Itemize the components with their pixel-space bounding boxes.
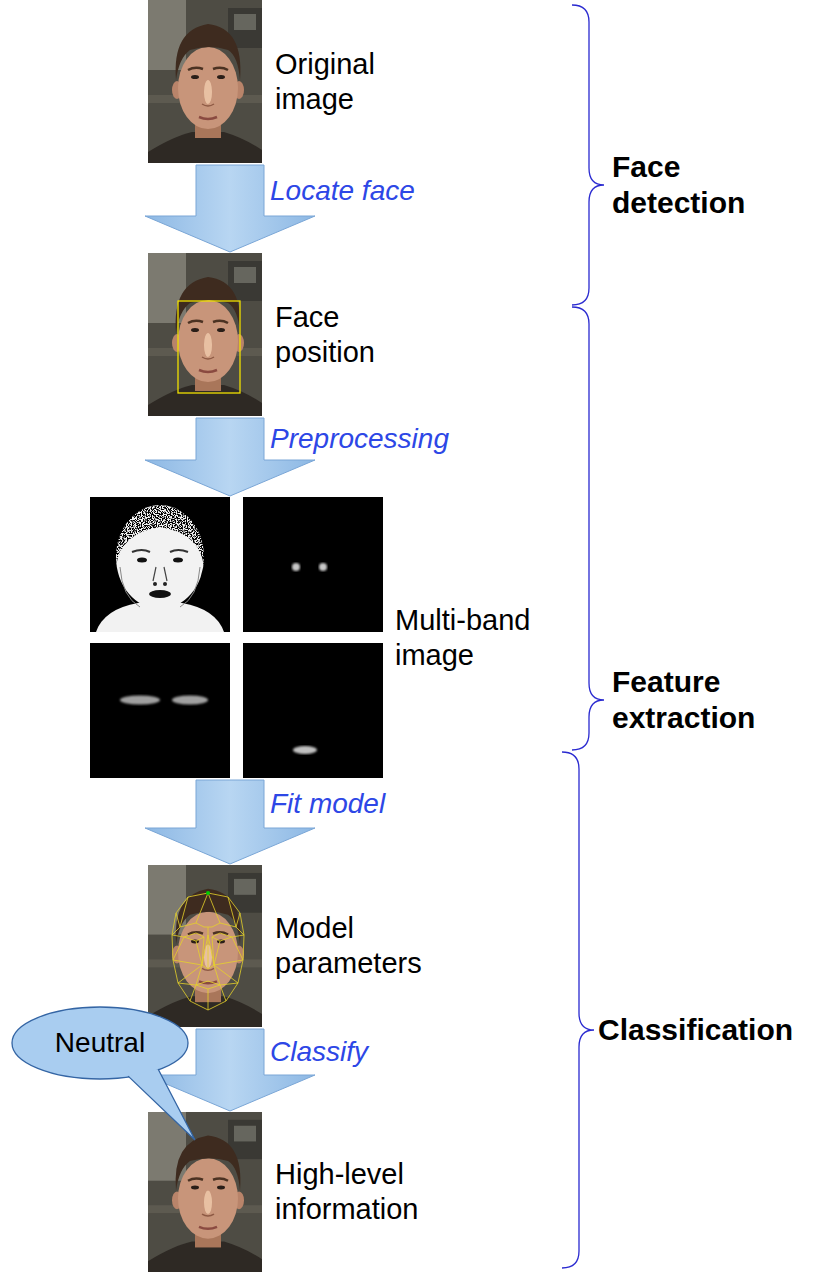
caption-block: Face position bbox=[275, 300, 435, 370]
stage-group-label: Feature extraction bbox=[612, 664, 777, 736]
band-panel bbox=[243, 497, 383, 632]
stage-caption: Original image bbox=[275, 47, 435, 117]
band-mouth bbox=[149, 590, 171, 598]
band-cheeks bbox=[120, 567, 200, 607]
band-nose bbox=[153, 567, 167, 581]
mesh-lines bbox=[172, 893, 244, 1010]
bubble-text-block: Neutral bbox=[10, 1005, 190, 1081]
model-photo bbox=[148, 865, 262, 1027]
stage-caption: Face position bbox=[275, 300, 435, 370]
bubble-label: Neutral bbox=[55, 1027, 145, 1059]
band-panel bbox=[90, 497, 230, 632]
face-mesh bbox=[172, 891, 244, 1010]
arrow-label: Classify bbox=[270, 1036, 368, 1068]
band-panel bbox=[243, 643, 383, 778]
stage-group-label: Face detection bbox=[612, 149, 777, 221]
band-ground bbox=[90, 497, 230, 632]
band-brow-spot bbox=[120, 696, 160, 705]
band-nostril bbox=[163, 582, 167, 586]
band-brow-spot bbox=[172, 696, 208, 705]
caption-block: Multi-band image bbox=[395, 603, 555, 673]
pipeline-stage: Multi-band image bbox=[90, 497, 559, 778]
stage-caption: Model parameters bbox=[275, 911, 435, 981]
band-brows bbox=[132, 550, 188, 552]
caption-block: Original image bbox=[275, 47, 435, 117]
band-eye-spot bbox=[319, 563, 327, 571]
arrow-label: Fit model bbox=[270, 788, 385, 820]
arrow-label: Preprocessing bbox=[270, 423, 449, 455]
pipeline-stage: Face position bbox=[148, 253, 439, 416]
speech-bubble: Neutral bbox=[10, 1005, 190, 1081]
band-speckle bbox=[90, 497, 230, 632]
stage-group-label: Classification bbox=[598, 1012, 813, 1048]
mesh-anchor bbox=[206, 891, 210, 895]
face-box bbox=[178, 301, 240, 393]
stage-caption: High-level information bbox=[275, 1157, 435, 1227]
caption-block: High-level information bbox=[275, 1157, 435, 1227]
arrow-label: Locate face bbox=[270, 175, 415, 207]
band-ground bbox=[90, 643, 230, 778]
face-position-photo bbox=[148, 253, 262, 416]
curly-brace bbox=[572, 307, 604, 750]
band-shoulders bbox=[96, 603, 224, 632]
pipeline-stage: Model parameters bbox=[148, 865, 439, 1027]
curly-brace bbox=[562, 752, 594, 1268]
bubble-tail bbox=[128, 1069, 195, 1140]
band-ground bbox=[243, 497, 383, 632]
caption-block: Model parameters bbox=[275, 911, 435, 981]
result-photo bbox=[148, 1112, 262, 1272]
pipeline-stage: Original image bbox=[148, 0, 439, 163]
band-mouth-spot bbox=[293, 746, 317, 754]
stage-caption: Multi-band image bbox=[395, 603, 555, 673]
band-eye bbox=[137, 558, 147, 563]
original-photo bbox=[148, 0, 262, 163]
bubble-ellipse bbox=[12, 1007, 188, 1079]
band-eye-spot bbox=[292, 563, 300, 571]
stage-braces bbox=[562, 5, 604, 1268]
band-nostril bbox=[153, 582, 157, 586]
curly-brace bbox=[572, 5, 604, 305]
band-ground bbox=[243, 643, 383, 778]
band-panel bbox=[90, 643, 230, 778]
band-eye bbox=[173, 558, 183, 563]
